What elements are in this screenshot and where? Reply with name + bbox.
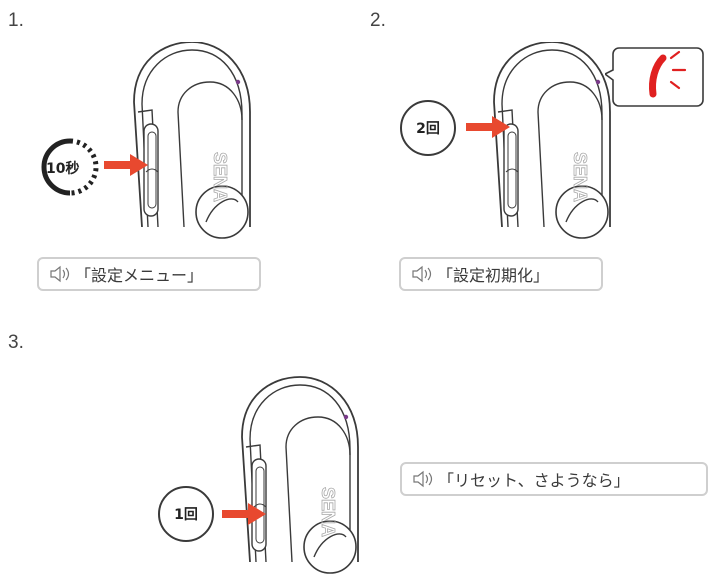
arrow-icon [466,116,510,138]
voice-prompt-text: 「設定メニュー」 [75,266,204,285]
speech-bubble-2: 「設定初期化」 [399,257,603,291]
led-callout [605,47,704,107]
speech-bubble-3: 「リセット、さようなら」 [400,462,708,496]
brand-logo: SENA [210,152,230,202]
speaker-icon [413,471,433,487]
voice-prompt-text: 「設定初期化」 [437,266,550,285]
timer-icon [41,138,99,196]
headset-device-1: SENA [133,42,251,239]
press-count-badge: 2回 [400,100,456,156]
voice-prompt-text: 「リセット、さようなら」 [438,471,630,490]
headset-device-2: SENA [493,42,611,239]
press-duration-label: 10秒 [46,161,80,177]
step-number-3: 3. [8,332,24,353]
arrow-icon [222,503,266,525]
press-count-label: 2回 [416,121,440,137]
speech-bubble-1: 「設定メニュー」 [37,257,261,291]
speaker-icon [412,266,432,282]
headset-device-3: SENA [241,376,359,574]
led-flash-icon [649,50,687,98]
arrow-icon [104,154,148,176]
speaker-icon [50,266,70,282]
step-number-1: 1. [8,10,24,31]
step-number-2: 2. [370,10,386,31]
press-count-label: 1回 [174,507,198,523]
brand-logo: SENA [318,487,338,537]
brand-logo: SENA [570,152,590,202]
press-count-badge: 1回 [158,486,214,542]
